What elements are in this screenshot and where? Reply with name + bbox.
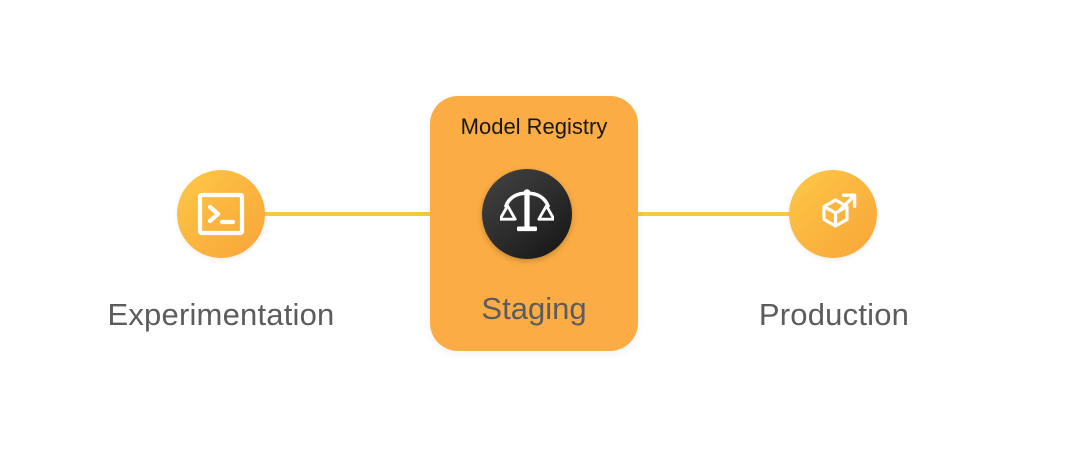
connector-staging-to-production	[632, 212, 796, 216]
balance-scales-icon	[498, 186, 556, 243]
terminal-icon	[195, 188, 247, 240]
model-registry-card[interactable]: Model Registry	[430, 96, 638, 351]
model-registry-icon-circle[interactable]	[482, 169, 572, 259]
stage-label-staging: Staging	[481, 291, 587, 326]
stage-label-production: Production	[758, 297, 910, 332]
model-registry-title: Model Registry	[460, 114, 608, 139]
stage-label-experimentation: Experimentation	[107, 297, 335, 332]
connector-experimentation-to-staging	[258, 212, 438, 216]
cube-arrow-icon	[807, 189, 859, 239]
experimentation-icon-circle[interactable]	[177, 170, 265, 258]
production-icon-circle[interactable]	[789, 170, 877, 258]
